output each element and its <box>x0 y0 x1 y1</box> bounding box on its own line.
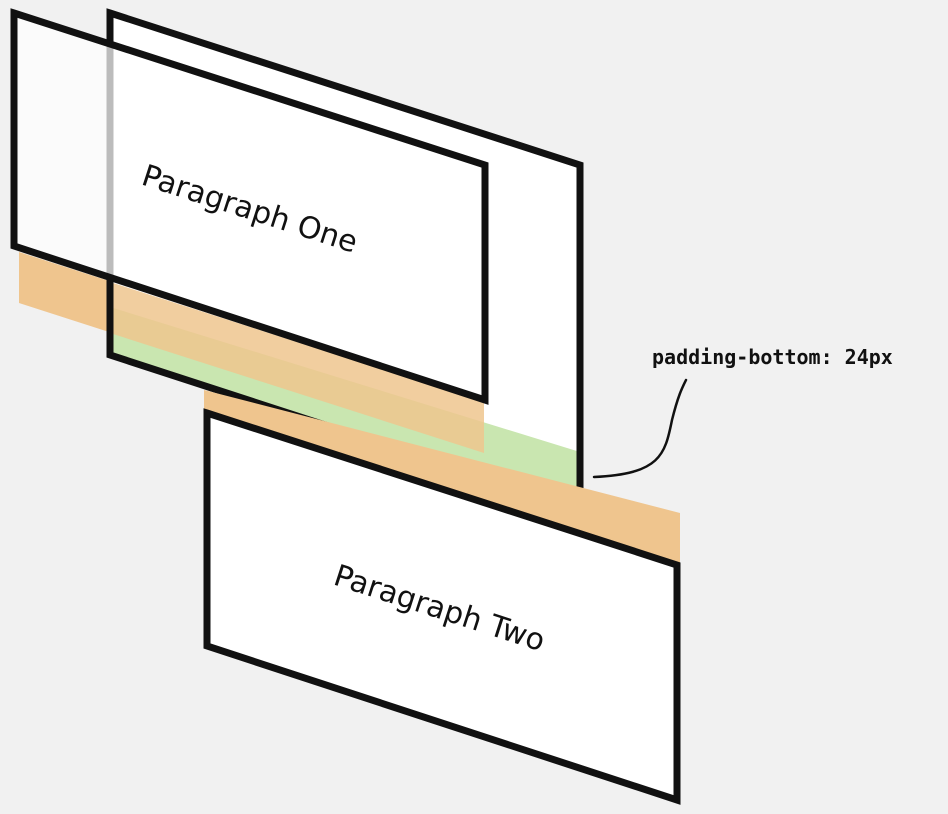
paragraph-one-outer-box <box>14 13 485 400</box>
paragraph-two-outline <box>203 408 681 805</box>
paragraph-one-margin-overlap <box>110 282 484 453</box>
annotation-leader-line <box>592 378 688 479</box>
paragraph-one-outer-outline <box>10 8 489 405</box>
paragraph-two-box <box>207 413 677 800</box>
padding-bottom-annotation: padding-bottom: 24px <box>652 345 893 369</box>
paragraph-two-margin-area <box>204 390 680 565</box>
